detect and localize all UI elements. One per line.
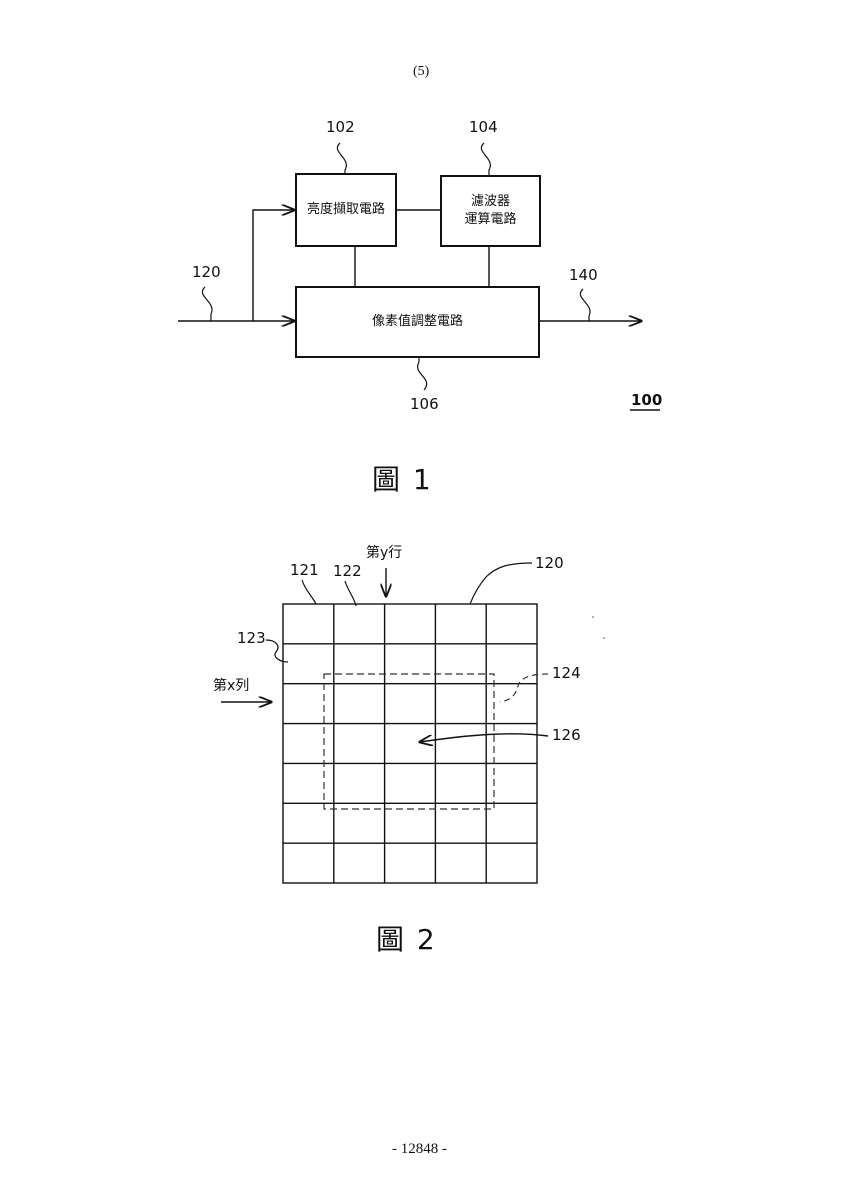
leader-120-fig2 bbox=[470, 563, 532, 604]
ref-121: 121 bbox=[290, 561, 319, 579]
ref-120-fig2: 120 bbox=[535, 554, 564, 572]
grid-outline bbox=[283, 604, 537, 883]
ref-126: 126 bbox=[552, 726, 581, 744]
row-label: 第x列 bbox=[213, 675, 249, 695]
leader-121 bbox=[302, 580, 316, 604]
ref-123: 123 bbox=[237, 629, 266, 647]
center-arrow bbox=[420, 734, 548, 742]
figure2-caption: 圖 2 bbox=[376, 918, 437, 958]
leader-122 bbox=[345, 581, 356, 606]
column-label: 第y行 bbox=[366, 542, 402, 562]
leader-124 bbox=[500, 674, 548, 702]
ref-122: 122 bbox=[333, 562, 362, 580]
ref-124: 124 bbox=[552, 664, 581, 682]
filter-window-124 bbox=[324, 674, 494, 809]
